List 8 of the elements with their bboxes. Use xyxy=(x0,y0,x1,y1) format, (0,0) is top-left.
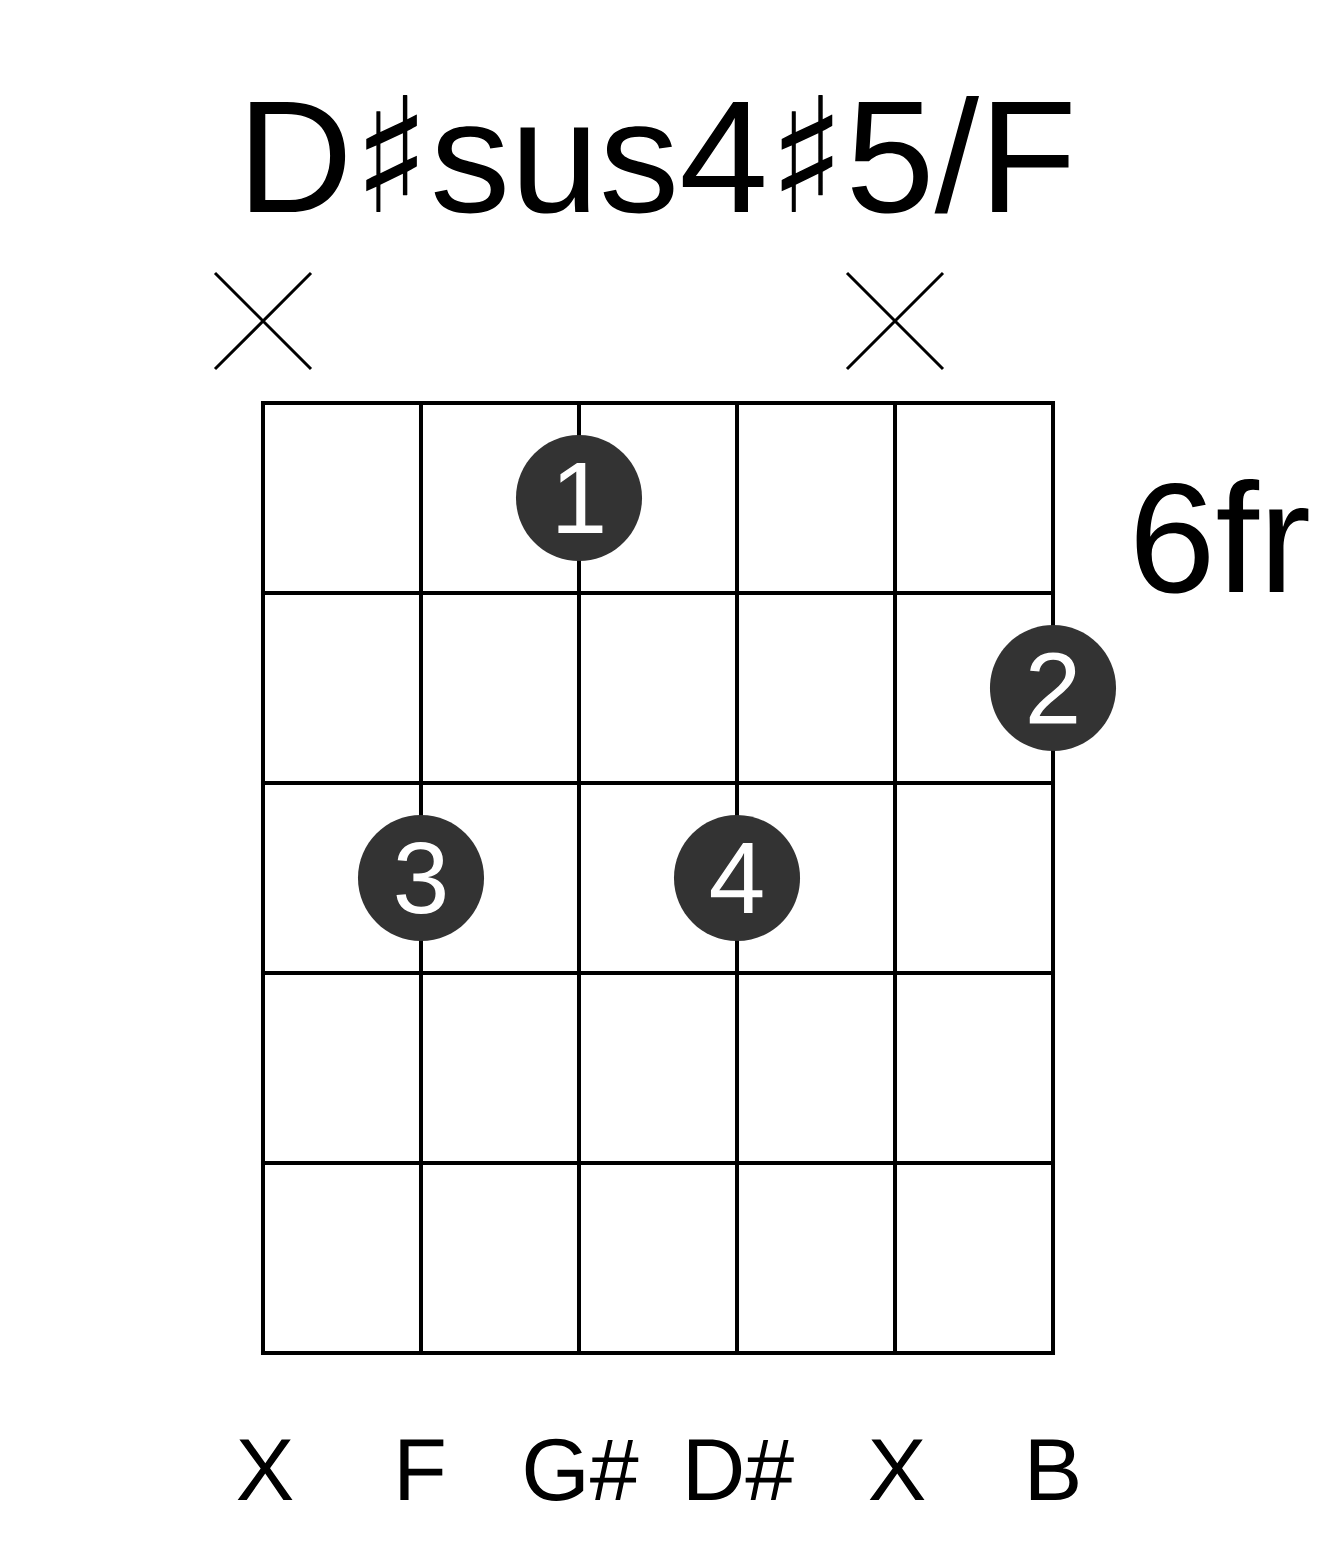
fret-position-label: 6fr xyxy=(1136,479,1309,594)
chord-title: D♯sus4♯5/F xyxy=(250,95,1071,214)
string-note-label: G# xyxy=(525,1438,639,1501)
string-note-label: B xyxy=(1030,1439,1078,1500)
string-note-label: F xyxy=(400,1439,444,1500)
string-note-label: X xyxy=(869,1439,925,1500)
string-note-label: X xyxy=(237,1439,293,1500)
string-note-label: D# xyxy=(689,1439,794,1500)
